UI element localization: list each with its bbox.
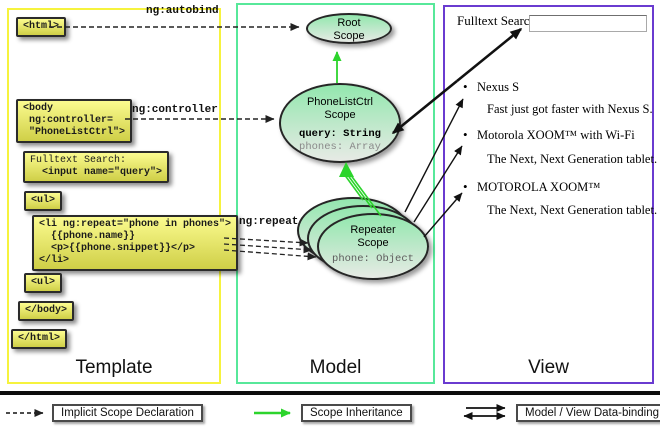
var-phone: phone: Object xyxy=(332,253,414,265)
code-li-repeat: <li ng:repeat="phone in phones"> {{phone… xyxy=(32,215,239,271)
code-fulltext-input: <input name="query"> xyxy=(30,167,163,178)
bullet-icon: • xyxy=(463,79,468,94)
model-panel: Model xyxy=(236,3,435,384)
phonelistctrl-scope-ellipse: PhoneListCtrl Scope query: String phones… xyxy=(279,83,401,163)
fulltext-search-input[interactable] xyxy=(529,15,647,32)
code-fulltext: Fulltext Search: <input name="query"> xyxy=(23,151,170,183)
code-ul-close: <ul> xyxy=(24,273,63,293)
repeater-scope-ellipse: Repeater Scope phone: Object xyxy=(317,213,429,280)
model-panel-title: Model xyxy=(309,357,362,378)
view-item-name: MOTOROLA XOOM™ xyxy=(477,180,601,194)
legend-scope-inheritance: Scope Inheritance xyxy=(301,404,412,422)
view-item-desc: Fast just got faster with Nexus S. xyxy=(487,102,653,116)
view-item-name: Motorola XOOM™ with Wi-Fi xyxy=(477,128,635,142)
legend-separator-line xyxy=(0,391,660,395)
code-body-close: </body> xyxy=(18,301,75,321)
root-scope-ellipse: Root Scope xyxy=(306,13,392,44)
view-panel-title: View xyxy=(528,357,569,378)
var-query: query: String xyxy=(299,128,381,140)
legend-double-arrow-icon xyxy=(463,404,506,420)
label-ng-controller: ng:controller xyxy=(132,104,218,116)
legend-model-view-data-binding: Model / View Data-binding xyxy=(516,404,660,422)
repeater-scope-title: Repeater Scope xyxy=(350,224,396,249)
code-fulltext-label: Fulltext Search: xyxy=(30,155,127,166)
phonelistctrl-scope-title: PhoneListCtrl Scope xyxy=(306,96,374,121)
bullet-icon: • xyxy=(463,127,468,142)
code-html-close: </html> xyxy=(11,329,68,349)
bullet-icon: • xyxy=(463,179,468,194)
code-ul-open: <ul> xyxy=(24,191,63,211)
code-html-open: <html> xyxy=(16,17,67,37)
label-ng-autobind: ng:autobind xyxy=(146,5,219,17)
root-scope-title: Root Scope xyxy=(333,17,365,42)
legend-implicit-scope-declaration: Implicit Scope Declaration xyxy=(52,404,203,422)
view-search-label: Fulltext Search: xyxy=(457,13,540,28)
template-panel-title: Template xyxy=(75,357,153,378)
view-item-desc: The Next, Next Generation tablet. xyxy=(487,203,658,217)
label-ng-repeat: ng:repeat xyxy=(239,216,299,228)
code-body-open: <body ng:controller= "PhoneListCtrl"> xyxy=(16,99,133,143)
var-phones: phones: Array xyxy=(299,141,381,153)
view-item-desc: The Next, Next Generation tablet. xyxy=(487,152,658,166)
view-item-name: Nexus S xyxy=(477,80,520,94)
